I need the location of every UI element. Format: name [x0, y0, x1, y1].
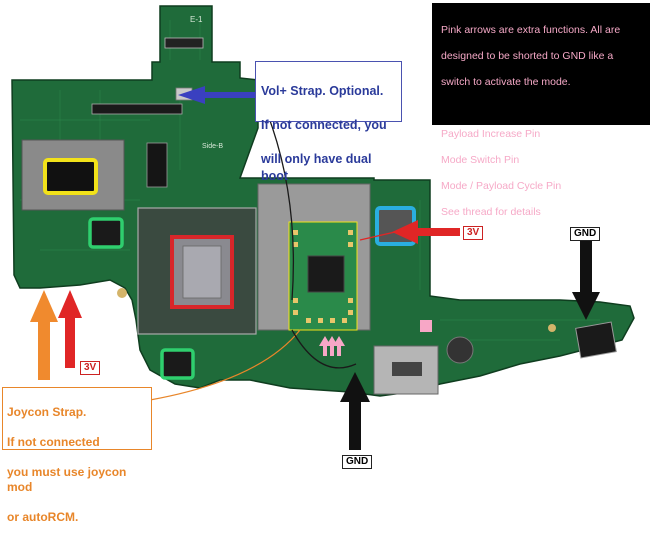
note-line: Joycon Strap. [7, 405, 87, 419]
modchip-ic [307, 255, 345, 293]
3v-tag-right: 3V [463, 226, 484, 240]
note-line: Mode Switch Pin [441, 154, 520, 166]
note-line [441, 102, 642, 115]
note-line: If not connected, you [261, 118, 387, 132]
vertical-connector [146, 142, 168, 188]
wire-joycon [149, 329, 301, 401]
pink-arrow-1 [319, 336, 331, 356]
red-arrow-left [58, 290, 82, 368]
mount-hole-right [548, 324, 556, 332]
black-arrow-right [572, 240, 600, 320]
silk-e1: E-1 [190, 15, 203, 24]
silk-side-b: Side-B [202, 143, 223, 150]
wire-3v [359, 231, 396, 241]
red-arrow-right [392, 220, 460, 244]
note-line: Mode / Payload Cycle Pin [441, 180, 562, 192]
mount-hole-left [117, 288, 127, 298]
side-connector [575, 321, 617, 359]
yellow-box-highlight [43, 158, 98, 195]
volplus-note: Vol+ Strap. Optional. If not connected, … [255, 61, 402, 183]
3v-tag-left: 3V [80, 361, 101, 375]
usb-c-inner [392, 362, 422, 376]
soc-die [182, 245, 222, 299]
modchip-pins [293, 230, 353, 323]
gnd-tag-right: GND [570, 227, 601, 241]
wire-gnd [291, 329, 357, 369]
note-line: Payload Increase Pin [441, 128, 541, 140]
note-line: switch to activate the mode. [441, 76, 571, 88]
pcb-diagram: E-1 Side-B [11, 5, 635, 450]
note-line: you must use joycon mod [7, 465, 127, 494]
orange-arrow [30, 290, 58, 380]
black-arrow-bottom [340, 372, 370, 450]
note-line: See thread for details [441, 206, 541, 218]
gnd-tag-bottom: GND [342, 455, 373, 469]
note-line: designed to be shorted to GND like a [441, 50, 614, 62]
note-line: Vol+ Strap. Optional. [261, 84, 384, 98]
top-connector [164, 37, 204, 49]
wire-volplus [261, 99, 295, 301]
pink-pad [420, 320, 432, 332]
note-line: If not connected [7, 435, 100, 449]
inductor [446, 336, 474, 364]
green-highlight-left [88, 217, 124, 249]
note-line: Pink arrows are extra functions. All are [441, 24, 621, 36]
pink-arrow-2 [326, 336, 338, 356]
extra-functions-note: Pink arrows are extra functions. All are… [432, 3, 650, 218]
ribbon-connector [91, 103, 183, 115]
blue-arrow [178, 86, 255, 104]
green-highlight-bottom [160, 348, 195, 380]
note-line: will only have dual boot [261, 152, 372, 183]
joycon-note: Joycon Strap. If not connected you must … [2, 387, 152, 524]
pink-arrow-3 [333, 336, 345, 356]
note-line: or autoRCM. [7, 510, 79, 524]
